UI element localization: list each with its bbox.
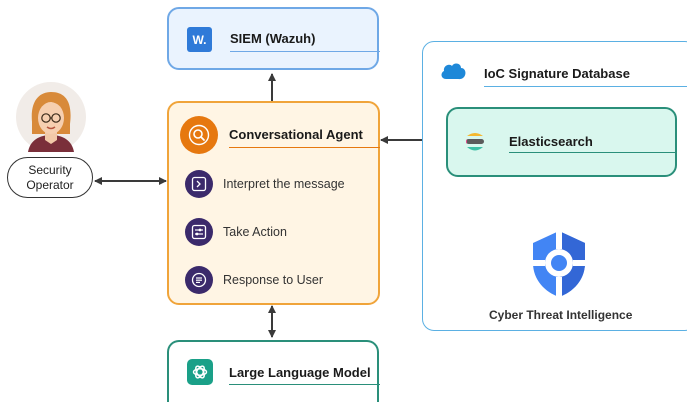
openai-logo-icon [187, 359, 213, 385]
siem-title: SIEM (Wazuh) [230, 31, 316, 46]
elasticsearch-logo-icon [464, 131, 486, 158]
chat-lines-icon [185, 266, 213, 294]
elasticsearch-title-underline [509, 152, 677, 153]
ioc-title: IoC Signature Database [484, 66, 630, 81]
elasticsearch-box: Elasticsearch [446, 107, 677, 177]
agent-title: Conversational Agent [229, 127, 363, 142]
llm-box: Large Language Model [167, 340, 380, 402]
ioc-title-underline [484, 86, 687, 87]
wazuh-logo-icon: W. [187, 27, 212, 52]
operator-label-line1: Security [28, 162, 72, 177]
step-take-action-label: Take Action [223, 225, 287, 239]
operator-label-pill: Security Operator [7, 157, 93, 198]
code-bracket-icon [185, 170, 213, 198]
operator-label-line2: Operator [26, 177, 74, 192]
siem-title-underline [230, 51, 380, 52]
operator-avatar [16, 82, 86, 152]
step-response-label: Response to User [223, 273, 324, 287]
agent-search-icon [180, 116, 218, 154]
agent-title-underline [229, 147, 380, 148]
wazuh-logo-letter: W. [192, 32, 207, 47]
llm-title-underline [229, 384, 380, 385]
agent-box: Conversational Agent Interpret the messa… [167, 101, 380, 305]
cloud-icon [439, 61, 467, 86]
llm-title: Large Language Model [229, 365, 371, 380]
elasticsearch-title: Elasticsearch [509, 134, 593, 149]
settings-sliders-icon [185, 218, 213, 246]
step-interpret-label: Interpret the message [223, 177, 345, 191]
ioc-container: IoC Signature Database Elasticsearch Cyb [422, 41, 687, 331]
shield-icon [529, 229, 589, 304]
siem-box: W. SIEM (Wazuh) [167, 7, 380, 70]
cti-title: Cyber Threat Intelligence [489, 308, 633, 322]
